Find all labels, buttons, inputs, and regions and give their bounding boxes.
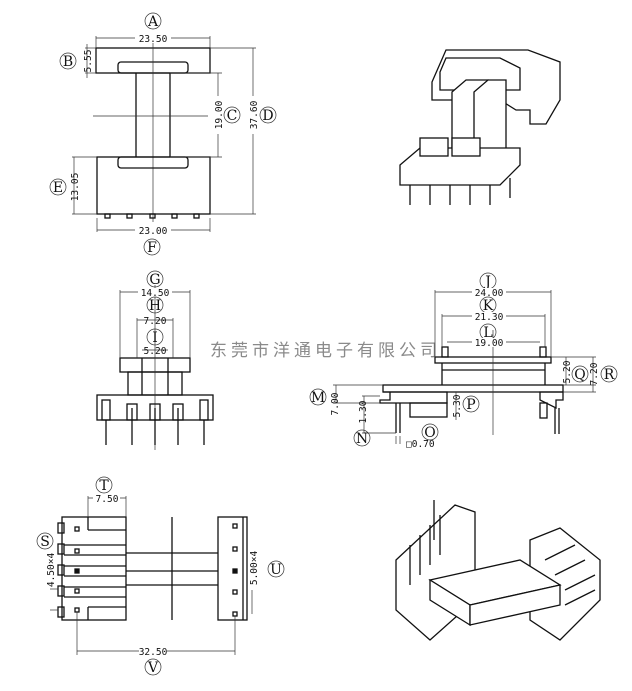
dim-D: D 37.60 [249,96,277,134]
dim-Q: 5.20 Q [562,360,589,383]
label-K: K [483,298,494,314]
dim-I: I 5.20 [144,328,167,357]
dim-R: 7.20 R [589,362,618,385]
dim-K: K 21.30 [472,296,506,323]
value-L: 19.00 [475,338,504,349]
dim-T: T 7.50 [93,476,120,505]
watermark-text: 东莞市洋通电子有限公司 [210,341,441,361]
label-U: U [270,562,282,578]
label-Q: Q [574,367,585,383]
label-V: V [147,660,159,676]
dim-O: O □0.70 [406,423,439,450]
label-M: M [311,390,325,406]
value-I: 5.20 [144,346,167,357]
label-J: J [483,274,491,290]
value-U: 5.00×4 [249,551,260,586]
bottom-view [50,496,253,655]
value-D: 37.60 [249,100,260,129]
value-J: 24.00 [475,288,504,299]
value-K: 21.30 [475,312,504,323]
value-C: 19.00 [214,100,225,129]
value-Q: 5.20 [562,360,573,383]
dim-E: E 13.05 [49,173,81,202]
value-T: 7.50 [96,494,119,505]
label-S: S [40,534,50,550]
dim-M: M 7.00 [309,388,341,415]
value-E: 13.05 [70,173,81,202]
dim-P: 5.30 P [452,394,480,417]
dim-V: 32.50 V [139,646,168,676]
value-H: 7.20 [144,316,167,327]
label-D: D [262,108,273,124]
label-C: C [227,108,238,124]
dim-S: S 4.50×4 [36,532,57,588]
label-A: A [147,14,159,30]
value-R: 7.20 [589,362,600,385]
value-P: 5.30 [452,394,463,417]
value-A: 23.50 [139,34,168,45]
label-G: G [149,272,160,288]
label-B: B [63,54,73,70]
dim-L: L 19.00 [472,323,506,349]
dim-C: C 19.00 [214,96,241,134]
isometric-view-top [399,49,561,205]
dim-B: B 5.55 [59,50,94,73]
value-B: 5.55 [83,50,94,73]
label-R: R [604,367,615,383]
value-N: 1.30 [358,400,369,423]
value-G: 14.50 [141,288,170,299]
label-L: L [483,325,492,341]
dim-G: G 14.50 [138,270,172,299]
dim-A: A 23.50 [135,12,171,45]
label-P: P [466,397,475,413]
isometric-view-bottom [395,500,601,641]
label-E: E [53,180,63,196]
label-H: H [149,298,161,314]
dim-J: J 24.00 [472,272,506,299]
value-V: 32.50 [139,647,168,658]
value-O: □0.70 [406,439,435,450]
dim-H: H 7.20 [144,296,167,327]
label-N: N [356,431,368,447]
value-M: 7.00 [330,392,341,415]
dim-N: 1.30 N [353,400,371,447]
label-I: I [152,330,158,346]
value-F: 23.00 [139,226,168,237]
dim-U: 5.00×4 U [249,551,285,586]
top-view [72,36,256,232]
label-O: O [424,425,435,441]
side-view [333,290,596,444]
front-view [96,285,214,450]
label-T: T [99,478,109,494]
dim-F: 23.00 F [135,225,171,256]
value-S: 4.50×4 [46,553,57,588]
label-F: F [147,240,157,256]
